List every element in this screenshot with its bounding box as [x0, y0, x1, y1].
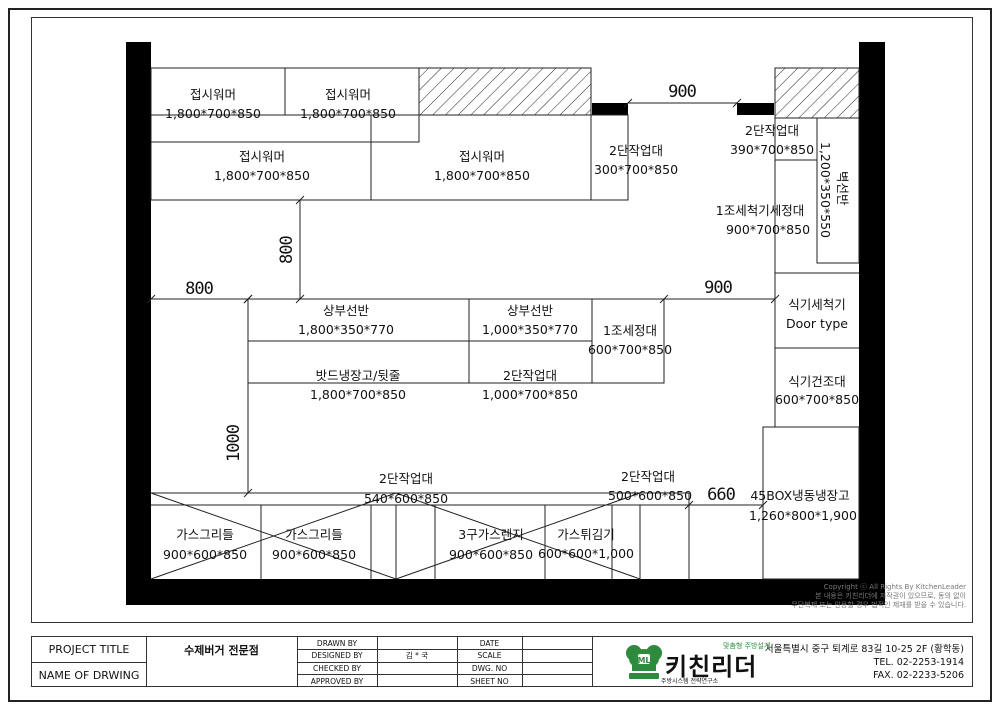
drawing-area	[31, 17, 973, 623]
upper-shelf-1000-name: 상부선반	[506, 303, 554, 318]
griddle-2-spec: 900*600*850	[271, 547, 357, 562]
griddle-2-name: 가스그리들	[285, 527, 343, 542]
dimension-right-900: 900	[704, 278, 733, 298]
sheet-no-label: SHEET NO	[470, 676, 509, 686]
designed-by-label: DESIGNED BY	[311, 651, 363, 660]
gas-range-spec: 900*600*850	[448, 547, 534, 562]
freezer-fridge-name: 45BOX냉동냉장고	[750, 488, 850, 503]
dimension-top-900: 900	[668, 82, 697, 102]
dishwarmer-1-name: 접시워머	[189, 87, 237, 102]
logo-tagline: 맞춤형 주방설계	[723, 642, 771, 650]
sink-dishwasher-table-spec: 900*700*850	[725, 222, 811, 237]
fax-line: FAX. 02-2233-5206	[873, 670, 964, 681]
kitchenleader-logo: ML 맞춤형 주방설계 키친리더 주방시스템 전략연구소	[617, 639, 817, 685]
drawing-name-label: NAME OF DRWING	[38, 668, 140, 682]
sink-dishwasher-table-name: 1조세척기세정대	[715, 203, 805, 218]
column-left	[592, 103, 628, 115]
logo-subtitle: 주방시스템 전략연구소	[661, 678, 719, 685]
griddle-1-spec: 900*600*850	[162, 547, 248, 562]
copyright-line: Copyright ⓒ All Rights By KitchenLeader	[823, 583, 966, 591]
project-title-label: PROJECT TITLE	[48, 643, 130, 656]
griddle-1-name: 가스그리들	[176, 527, 234, 542]
project-title: 수제버거 전문점	[184, 643, 259, 657]
dwg-no-label: DWG. NO	[471, 663, 508, 673]
upper-shelf-1800-name: 상부선반	[322, 303, 370, 318]
walls	[126, 42, 885, 605]
dimension-vert-1000: 1000	[224, 425, 244, 462]
work-table-1000-name: 2단작업대	[503, 368, 557, 383]
dishwarmer-2-name: 접시워머	[324, 87, 372, 102]
copyright-line: 무단복제 또는 인용할 경우 법적인 제재를 받을 수 있습니다.	[791, 600, 966, 609]
work-table-1000-spec: 1,000*700*850	[481, 387, 579, 402]
dishwarmer-3-name: 접시워머	[238, 149, 286, 164]
upper-shelf-1000-spec: 1,000*350*770	[481, 322, 579, 337]
dimension-lines	[146, 98, 780, 510]
left-wall	[126, 42, 151, 605]
dishwasher-spec: Door type	[786, 316, 848, 331]
fryer-spec: 600*600*1,000	[537, 546, 635, 561]
designed-by-value: 김 * 국	[405, 651, 429, 660]
dimension-vert-800: 800	[277, 236, 297, 264]
work-table-300-name: 2단작업대	[609, 143, 663, 158]
hatched-walls	[418, 67, 860, 119]
underbar-fridge-spec: 1,800*700*850	[309, 387, 407, 402]
dish-dryer-spec: 600*700*850	[774, 392, 860, 407]
dishwarmer-3-spec: 1,800*700*850	[213, 168, 311, 183]
copyright-notice: Copyright ⓒ All Rights By KitchenLeader …	[791, 583, 966, 609]
freezer-fridge-spec: 1,260*800*1,900	[749, 508, 857, 523]
svg-text:ML: ML	[637, 656, 650, 665]
title-block: PROJECT TITLE NAME OF DRWING 수제버거 전문점 DR…	[31, 636, 973, 687]
dishwarmer-1-spec: 1,800*700*850	[164, 106, 262, 121]
work-table-500-spec: 500*600*850	[607, 488, 693, 503]
column-right	[737, 103, 774, 115]
upper-shelf-1800-spec: 1,800*350*770	[297, 322, 395, 337]
bottom-wall	[126, 579, 885, 605]
drawing-frame	[8, 8, 992, 702]
copyright-line: 본 내용은 키친리더에 저작권이 있으므로, 동의 없이	[815, 591, 966, 600]
wall-shelf-spec: 1,200*350*550	[818, 142, 833, 239]
wall-shelf-name: 벽선반	[835, 171, 850, 206]
sink-1-name: 1조세정대	[603, 323, 657, 338]
address-line: 서울특별시 중구 퇴계로 83길 10-25 2F (황학동)	[764, 644, 964, 655]
sink-1-spec: 600*700*850	[587, 342, 673, 357]
work-table-390-spec: 390*700*850	[729, 142, 815, 157]
checked-by-label: CHECKED BY	[313, 663, 361, 673]
date-label: DATE	[479, 638, 500, 648]
dishwarmer-2-spec: 1,800*700*850	[299, 106, 397, 121]
work-table-300-spec: 300*700*850	[593, 162, 679, 177]
drawn-by-label: DRAWN BY	[316, 638, 358, 648]
dish-dryer-name: 식기건조대	[788, 374, 846, 389]
approved-by-label: APPROVED BY	[310, 676, 364, 686]
work-table-390-name: 2단작업대	[745, 123, 799, 138]
work-table-500-name: 2단작업대	[621, 469, 675, 484]
scale-label: SCALE	[477, 651, 502, 660]
dishwasher-name: 식기세척기	[788, 297, 846, 312]
tel-line: TEL. 02-2253-1914	[873, 657, 964, 668]
gas-range-name: 3구가스렌지	[458, 527, 524, 542]
work-table-540-name: 2단작업대	[379, 471, 433, 486]
underbar-fridge-name: 밧드냉장고/뒷줄	[315, 368, 401, 383]
dimension-bottom-660: 660	[707, 485, 736, 505]
hatch-top-right	[774, 67, 860, 119]
dishwarmer-4-spec: 1,800*700*850	[433, 168, 531, 183]
fryer-name: 가스튀김기	[557, 527, 615, 542]
logo-name: 키친리더	[665, 653, 758, 681]
right-wall	[859, 42, 885, 605]
dimension-left-800: 800	[185, 279, 214, 299]
hatch-top-mid	[418, 67, 592, 116]
company-address: 서울특별시 중구 퇴계로 83길 10-25 2F (황학동) TEL. 02-…	[765, 643, 964, 682]
work-table-540-spec: 540*600*850	[363, 491, 449, 506]
equipment-outlines	[150, 67, 860, 580]
chef-hat-icon: ML	[626, 645, 662, 679]
dishwarmer-4-name: 접시워머	[458, 149, 506, 164]
